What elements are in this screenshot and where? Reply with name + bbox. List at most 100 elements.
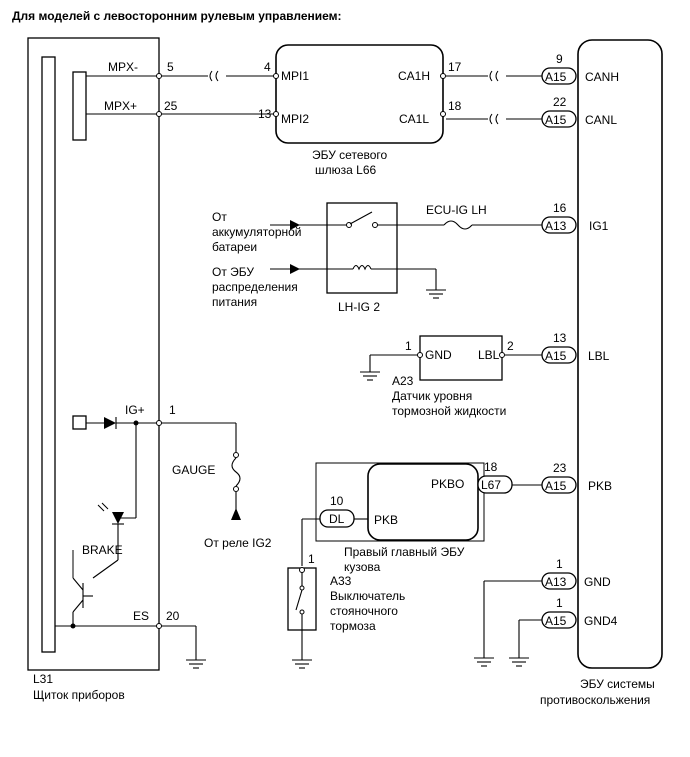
svg-text:A15: A15 xyxy=(545,349,567,363)
ecu-ig-fuse-label: ECU-IG LH xyxy=(426,203,487,217)
ig1-connector: A13 16 IG1 xyxy=(541,201,609,234)
skid-ecu-name-2: противоскольжения xyxy=(540,693,650,707)
arrow-up-icon xyxy=(231,508,241,520)
from-battery-3: батареи xyxy=(212,240,257,254)
relay-box xyxy=(326,202,398,294)
relay-label: LH-IG 2 xyxy=(338,300,380,314)
lbl-connector: A15 13 LBL xyxy=(541,331,610,364)
canh-label: CANH xyxy=(585,70,619,84)
skid-ecu-name-1: ЭБУ системы xyxy=(580,677,655,691)
svg-text:A13: A13 xyxy=(545,219,567,233)
ground-icon xyxy=(474,657,494,667)
arrow-icon xyxy=(290,264,300,274)
arrow-icon xyxy=(290,220,300,230)
svg-text:A13: A13 xyxy=(545,575,567,589)
cluster-code: L31 xyxy=(33,672,53,686)
gnd-label: GND xyxy=(584,575,611,589)
svg-text:A15: A15 xyxy=(545,113,567,127)
body-ecu: PKBO PKB L67 18 DL 10 Правый главный ЭБУ… xyxy=(315,460,513,574)
ca1h-label: CA1H xyxy=(398,69,430,83)
canh-connector: A15 9 CANH xyxy=(541,52,619,85)
body-ecu-name-2: кузова xyxy=(344,560,381,574)
sensor-name-1: Датчик уровня xyxy=(392,389,472,403)
gauge-fuse-label: GAUGE xyxy=(172,463,215,477)
mpi2-pin: 13 xyxy=(258,107,272,121)
mpx-plus-label: MPX+ xyxy=(104,99,137,113)
sensor-code: A23 xyxy=(392,374,414,388)
gauge-fuse-icon xyxy=(231,457,241,487)
mpi1-label: MPI1 xyxy=(281,69,309,83)
pkbo-label: PKBO xyxy=(431,477,464,491)
relay-switch-icon xyxy=(349,211,373,225)
mpi1-pin: 4 xyxy=(264,60,271,74)
svg-text:A15: A15 xyxy=(545,614,567,628)
dl-pin: 10 xyxy=(330,494,344,508)
switch-name-2: стояночного xyxy=(330,604,398,618)
ground-icon xyxy=(360,371,380,381)
brake-fluid-sensor: 1 GND LBL 2 A23 Датчик уровня тормозной … xyxy=(392,335,514,418)
page-title: Для моделей с левосторонним рулевым упра… xyxy=(12,9,342,23)
diode-icon xyxy=(104,417,116,429)
mpx-minus-label: MPX- xyxy=(108,60,138,74)
body-ecu-name-1: Правый главный ЭБУ xyxy=(344,545,465,559)
from-ecu-2: распределения xyxy=(212,280,298,294)
from-battery-1: От xyxy=(212,210,227,224)
from-ecu-3: питания xyxy=(212,295,257,309)
lbl-label: LBL xyxy=(588,349,610,363)
mpx-plus-pin: 25 xyxy=(164,99,178,113)
from-battery-2: аккумуляторной xyxy=(212,225,302,239)
mpi2-label: MPI2 xyxy=(281,112,309,126)
ig1-pin: 16 xyxy=(553,201,567,215)
instrument-cluster: MPX- MPX+ IG+ BRAKE ES L31 Щиток приборо… xyxy=(27,37,160,702)
gnd-pin: 1 xyxy=(556,557,563,571)
gnd4-pin: 1 xyxy=(556,596,563,610)
pkbo-connector: L67 xyxy=(481,478,501,492)
ig1-label: IG1 xyxy=(589,219,609,233)
skid-control-ecu: ЭБУ системы противоскольжения A15 9 CANH… xyxy=(540,39,663,707)
switch-name-3: тормоза xyxy=(330,619,376,633)
cluster-display-bar xyxy=(41,56,56,653)
canl-pin: 22 xyxy=(553,95,567,109)
switch-contact-icon xyxy=(295,589,303,611)
svg-text:A15: A15 xyxy=(545,70,567,84)
ground-icon xyxy=(292,659,312,669)
fuse-icon xyxy=(443,220,473,230)
cluster-ig-element xyxy=(72,415,87,430)
relay-coil-icon xyxy=(352,264,372,271)
es-pin: 20 xyxy=(166,609,180,623)
gateway-ecu: 4 MPI1 13 MPI2 CA1H CA1L ЭБУ сетевого шл… xyxy=(258,44,446,177)
gateway-name-2: шлюза L66 xyxy=(315,163,376,177)
switch-pin: 1 xyxy=(308,552,315,566)
ground-icon xyxy=(426,289,446,299)
sensor-lbl-pin: 2 xyxy=(507,339,514,353)
from-ecu-1: От ЭБУ xyxy=(212,265,254,279)
gateway-name-1: ЭБУ сетевого xyxy=(312,148,388,162)
cluster-name: Щиток приборов xyxy=(33,688,125,702)
ca1l-pin: 18 xyxy=(448,99,462,113)
switch-name-1: Выключатель xyxy=(330,589,405,603)
switch-code: A33 xyxy=(330,574,352,588)
gnd4-connector: A15 1 GND4 xyxy=(541,596,618,629)
es-label: ES xyxy=(133,609,149,623)
from-relay-label: От реле IG2 xyxy=(204,536,272,550)
lbl-pin: 13 xyxy=(553,331,567,345)
cluster-mpx-block xyxy=(72,71,87,141)
ca1h-pin: 17 xyxy=(448,60,462,74)
gnd4-label: GND4 xyxy=(584,614,618,628)
svg-text:A15: A15 xyxy=(545,479,567,493)
gauge-circuit: GAUGE От реле IG2 xyxy=(161,422,272,550)
sensor-gnd-pin: 1 xyxy=(405,339,412,353)
brake-label: BRAKE xyxy=(82,543,123,557)
pkb-label: PKB xyxy=(588,479,612,493)
dl-connector: DL xyxy=(329,512,345,526)
ground-icon xyxy=(186,659,206,669)
brake-led-icon xyxy=(112,512,124,524)
pkbo-pin: 18 xyxy=(484,460,498,474)
canl-connector: A15 22 CANL xyxy=(541,95,617,128)
sensor-lbl-label: LBL xyxy=(478,348,500,362)
ground-icon xyxy=(509,657,529,667)
pkb-connector: A15 23 PKB xyxy=(541,461,612,494)
sensor-name-2: тормозной жидкости xyxy=(392,404,506,418)
mpx-minus-pin: 5 xyxy=(167,60,174,74)
